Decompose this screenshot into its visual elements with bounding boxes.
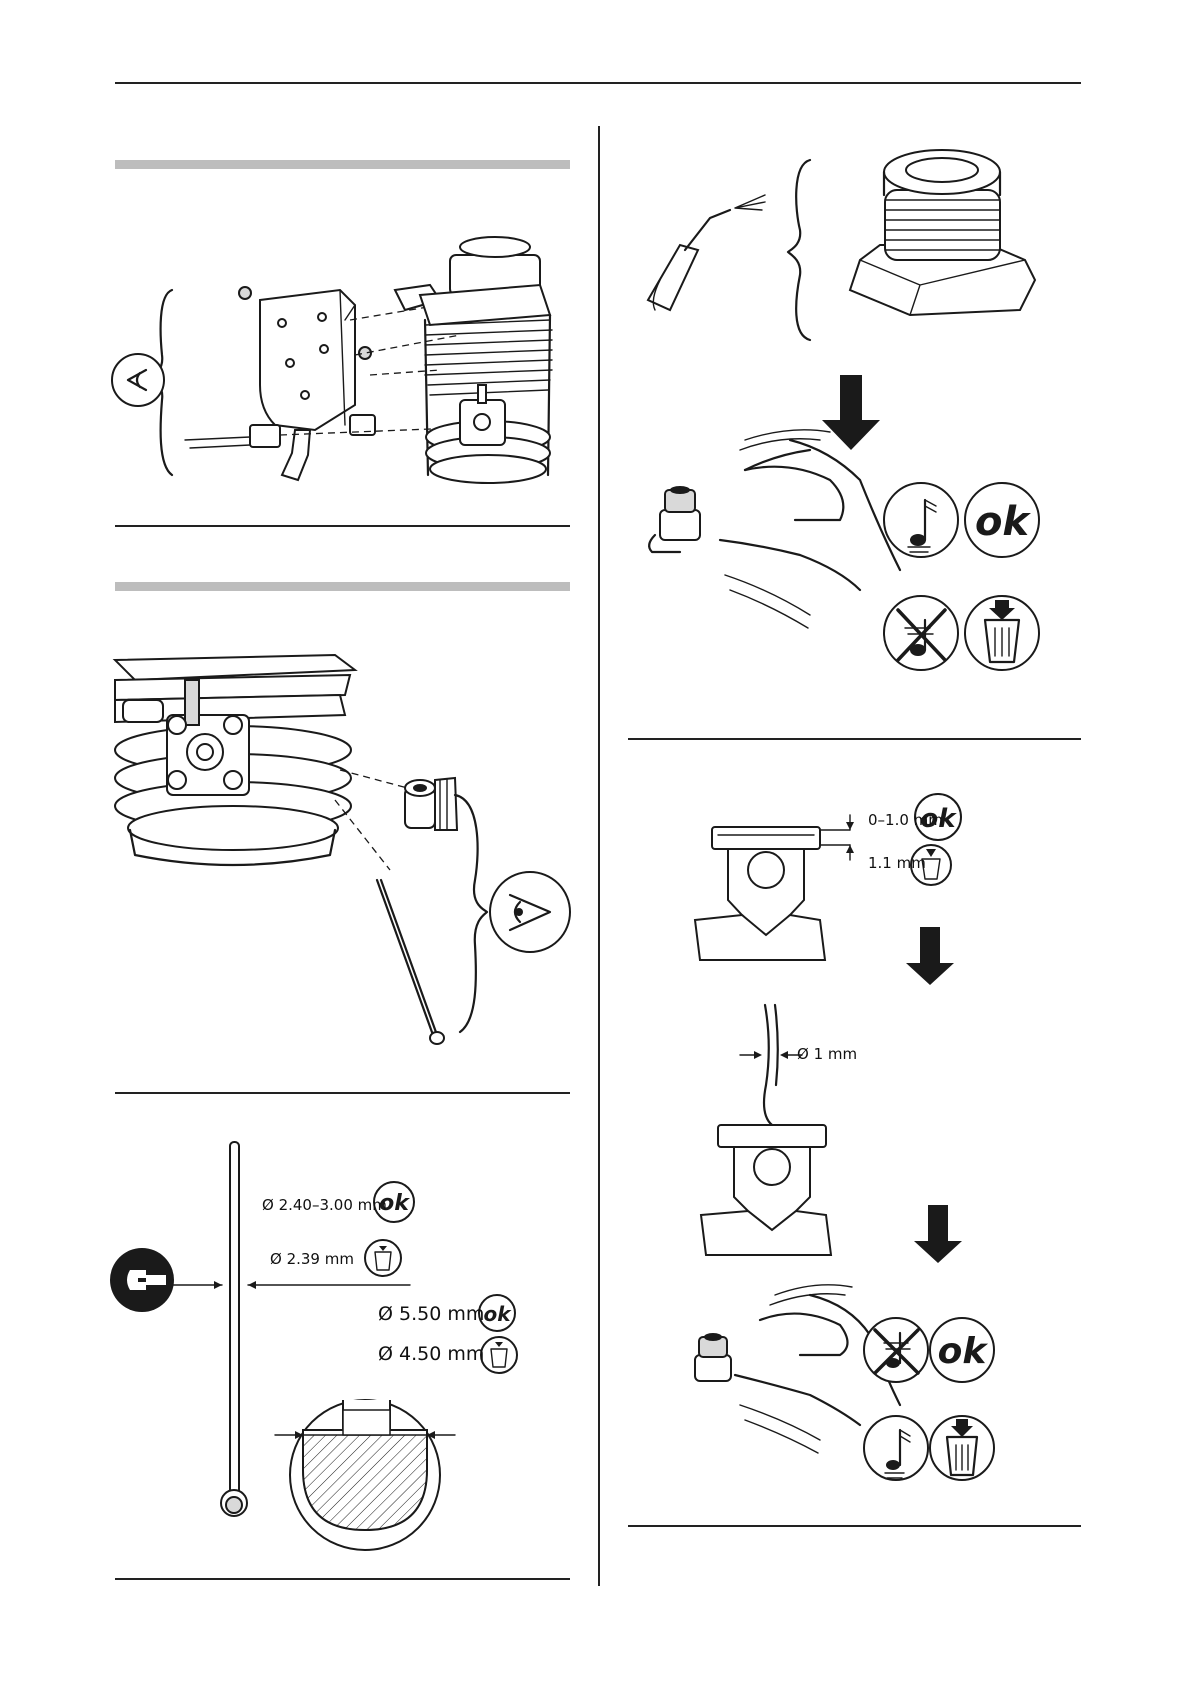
arrow-down-icon — [914, 1205, 962, 1263]
ok-icon: ok — [965, 483, 1039, 557]
cylinder-cross-view — [115, 655, 355, 865]
gap-bad-label: 1.1 mm — [868, 854, 926, 872]
figure-valve-cleaning: ok — [640, 150, 1080, 690]
wire-diameter-label: Ø 1 mm — [797, 1045, 857, 1063]
section-bar-1 — [115, 160, 570, 169]
tip-ok-label: Ø 5.50 mm — [378, 1303, 484, 1325]
eye-icon — [490, 872, 570, 952]
sound-icon — [864, 1416, 928, 1480]
ok-icon: ok — [479, 1295, 515, 1331]
valve-section-wire — [701, 1125, 831, 1255]
figure-decompression-valve — [115, 640, 585, 1060]
section-rule-4 — [628, 738, 1081, 740]
ok-icon: ok — [930, 1318, 994, 1382]
svg-text:ok: ok — [483, 1302, 512, 1326]
arrow-down-icon — [906, 927, 954, 985]
no-sound-icon — [884, 596, 958, 670]
caliper-icon — [110, 1248, 174, 1312]
valve-large — [850, 150, 1035, 315]
svg-text:ok: ok — [975, 499, 1031, 545]
eye-icon — [112, 354, 164, 406]
trash-icon — [930, 1416, 994, 1480]
rod-ok-label: Ø 2.40–3.00 mm — [262, 1196, 387, 1214]
column-divider — [598, 126, 600, 1586]
valve-part — [405, 778, 457, 830]
no-sound-icon — [864, 1318, 928, 1382]
trash-icon — [481, 1337, 517, 1373]
valve-section-top — [695, 815, 854, 960]
hand-with-valve — [649, 430, 900, 628]
trash-icon — [365, 1240, 401, 1276]
trash-icon — [965, 596, 1039, 670]
top-rule — [115, 82, 1081, 84]
section-rule-1 — [115, 525, 570, 527]
section-bar-2 — [115, 582, 570, 591]
tip-bad-label: Ø 4.50 mm — [378, 1343, 484, 1365]
sound-icon — [884, 483, 958, 557]
svg-text:ok: ok — [938, 1331, 989, 1372]
air-gun — [648, 195, 765, 310]
figure-muffler-exploded — [110, 225, 580, 510]
gap-ok-label: 0–1.0 mm — [868, 811, 943, 829]
section-rule-2 — [115, 1092, 570, 1094]
figure-valve-gap: ok ok — [690, 785, 1080, 1505]
arrow-down-icon — [822, 375, 880, 450]
rod-bad-label: Ø 2.39 mm — [270, 1250, 354, 1268]
section-rule-5 — [628, 1525, 1081, 1527]
figure-rod-measurement: ok ok — [110, 1130, 580, 1550]
section-rule-3 — [115, 1578, 570, 1580]
